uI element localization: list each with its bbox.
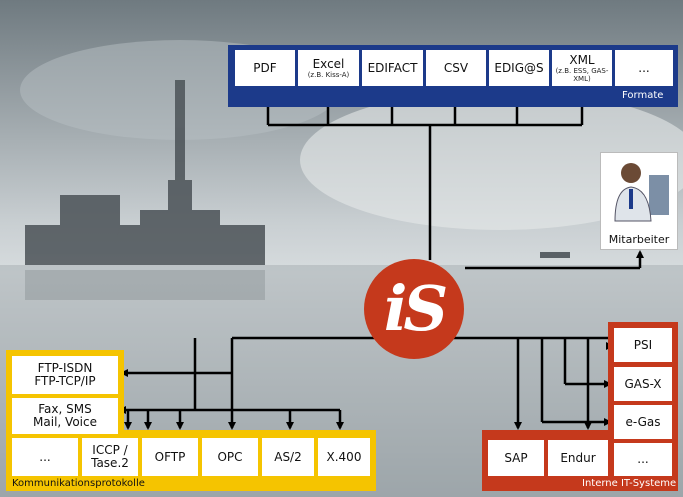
systems-label: Interne IT-Systeme — [582, 478, 677, 489]
protocol-ftp: FTP-ISDN FTP-TCP/IP — [12, 356, 118, 394]
format-pdf: PDF — [235, 50, 295, 86]
system-label: PSI — [633, 337, 653, 352]
system-label: ... — [637, 452, 649, 466]
format-label: PDF — [253, 60, 277, 75]
format-excel: Excel (z.B. Kiss-A) — [298, 50, 359, 86]
system-more: ... — [614, 443, 672, 476]
system-label: Endur — [560, 450, 596, 465]
system-gasx: GAS-X — [614, 367, 672, 401]
format-sub: (z.B. ESS, GAS-XML) — [555, 66, 609, 83]
format-csv: CSV — [426, 50, 486, 86]
protocol-oftp: OFTP — [142, 438, 198, 476]
protocol-opc: OPC — [202, 438, 258, 476]
protocol-label: AS/2 — [274, 449, 302, 464]
format-label: CSV — [443, 60, 469, 75]
protocol-label: OPC — [217, 449, 243, 464]
protocol-fax: Fax, SMS Mail, Voice — [12, 398, 118, 434]
format-label: XML — [569, 52, 595, 67]
logo-text: iS — [383, 272, 448, 345]
system-endur: Endur — [548, 440, 608, 476]
format-more: ... — [615, 50, 673, 86]
format-label: Excel — [312, 56, 345, 71]
format-sub: (z.B. Kiss-A) — [307, 70, 350, 79]
format-label: EDIFACT — [367, 60, 418, 75]
water-reflection — [25, 270, 265, 300]
format-edigas: EDIG@S — [489, 50, 549, 86]
protocol-label: FTP-ISDN FTP-TCP/IP — [34, 361, 96, 388]
protocol-more: ... — [12, 438, 78, 476]
system-label: SAP — [504, 450, 528, 465]
protocol-iccp: ICCP / Tase.2 — [82, 438, 138, 476]
employee-label: Mitarbeiter — [608, 233, 670, 246]
protocol-label: X.400 — [326, 449, 362, 464]
protocol-label: ICCP / Tase.2 — [91, 443, 129, 470]
system-label: GAS-X — [624, 376, 662, 391]
protocols-label: Kommunikationsprotokolle — [12, 478, 145, 489]
person-icon — [614, 163, 669, 222]
employee-photo: Mitarbeiter — [600, 152, 678, 250]
system-egas: e-Gas — [614, 405, 672, 439]
format-label: EDIG@S — [494, 60, 544, 75]
protocol-label: ... — [39, 449, 51, 464]
format-edifact: EDIFACT — [362, 50, 423, 86]
protocol-as2: AS/2 — [262, 438, 314, 476]
oil-rig-silhouette — [25, 80, 265, 265]
formats-label: Formate — [622, 90, 664, 101]
protocol-x400: X.400 — [318, 438, 370, 476]
format-xml: XML (z.B. ESS, GAS-XML) — [552, 50, 612, 86]
protocol-label: OFTP — [154, 449, 186, 464]
is-logo: iS — [364, 259, 464, 359]
system-psi: PSI — [614, 328, 672, 362]
system-label: e-Gas — [625, 414, 661, 429]
system-sap: SAP — [488, 440, 544, 476]
format-label: ... — [638, 60, 650, 75]
protocol-label: Fax, SMS Mail, Voice — [33, 402, 97, 429]
